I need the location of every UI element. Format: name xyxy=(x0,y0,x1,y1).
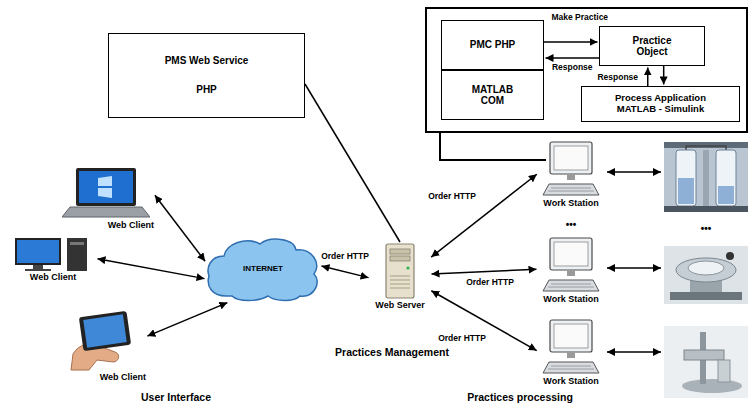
apparatus-arm xyxy=(684,350,724,360)
node-text: Practice Object xyxy=(622,35,682,58)
edge-label: Order HTTP xyxy=(464,278,516,288)
apparatus-cylinder xyxy=(718,360,730,382)
connector-arrow xyxy=(546,57,600,59)
edge-label: Response xyxy=(550,63,595,73)
device-icon xyxy=(542,140,600,198)
node-text: Work Station xyxy=(543,198,598,208)
device-icon xyxy=(542,318,600,376)
device-symbol xyxy=(543,320,599,373)
process-photo xyxy=(664,326,748,398)
web-server: Web Server xyxy=(370,242,430,322)
frame-bar xyxy=(664,142,748,148)
object-box: Practice Object xyxy=(599,26,705,66)
photo-ground xyxy=(664,326,748,398)
section-title: User Interface xyxy=(141,391,211,403)
device-knob xyxy=(726,252,734,260)
process-photo xyxy=(664,246,748,304)
link-arrow xyxy=(607,171,661,173)
process-photo xyxy=(664,142,748,212)
module-box: PMC PHP xyxy=(441,20,544,70)
node-text: Web Server xyxy=(375,300,424,310)
connector-arrow xyxy=(147,303,227,337)
node-text: Web Client xyxy=(100,372,146,382)
node-text: Work Station xyxy=(543,376,598,386)
link-arrow xyxy=(607,351,661,353)
device-disc xyxy=(676,258,736,282)
work-station: Work Station xyxy=(538,140,604,214)
node-text: MATLAB COM xyxy=(465,84,520,107)
connector-arrow xyxy=(155,195,205,261)
connector-arrow xyxy=(305,84,400,242)
device-symbol xyxy=(71,311,131,370)
cloud-outline xyxy=(208,239,317,300)
node-text: PMS Web Service xyxy=(165,55,249,67)
bracket-line xyxy=(440,133,546,160)
module-box: MATLAB COM xyxy=(441,70,544,120)
connector-arrow xyxy=(431,269,536,274)
web-client: Web Client xyxy=(10,236,96,286)
device-symbol xyxy=(386,244,414,298)
service-box: PMS Web ServicePHP xyxy=(108,33,305,118)
edge-label: Order HTTP xyxy=(319,252,371,262)
tank-liquid xyxy=(718,186,734,204)
edge-label: Order HTTP xyxy=(436,334,488,344)
edge-label: Response xyxy=(595,73,640,83)
section-title: Practices Management xyxy=(335,346,449,358)
device-icon xyxy=(378,242,422,300)
tank-tube xyxy=(716,150,736,206)
support-rod xyxy=(703,150,709,206)
work-station: Work Station xyxy=(538,318,604,392)
connector-arrow xyxy=(544,41,598,43)
device-symbol xyxy=(543,238,599,291)
frame-base xyxy=(664,206,748,212)
module-frame xyxy=(426,8,747,132)
internet-cloud: INTERNET xyxy=(206,236,320,302)
node-text: Web Client xyxy=(108,220,154,230)
connector-arrow xyxy=(321,266,368,278)
connector-arrow xyxy=(431,291,536,351)
section-title: Practices processing xyxy=(467,391,573,403)
node-text: PMC PHP xyxy=(470,39,516,51)
web-client: Web Client xyxy=(58,166,154,246)
device-symbol xyxy=(543,142,599,195)
node-text: Work Station xyxy=(543,294,598,304)
device-symbol xyxy=(15,238,87,271)
connector-arrow xyxy=(663,66,665,85)
node-text: Process Application MATLAB - Simulink xyxy=(603,93,718,115)
ellipsis-mark: ••• xyxy=(701,223,712,235)
node-text: PHP xyxy=(196,84,217,96)
connector-arrow xyxy=(97,259,204,279)
tank-tube xyxy=(676,150,696,206)
node-text: Web Client xyxy=(30,272,76,282)
photo-ground xyxy=(664,142,748,212)
photo-ground xyxy=(664,246,748,304)
ellipsis-mark: ••• xyxy=(566,219,577,231)
device-icon xyxy=(69,308,135,372)
pipe xyxy=(686,146,726,150)
device-icon xyxy=(62,166,150,220)
device-icon xyxy=(13,236,93,272)
connector-arrow xyxy=(431,174,537,257)
apparatus-base xyxy=(682,379,742,393)
application-box: Process Application MATLAB - Simulink xyxy=(581,86,740,122)
tank-liquid xyxy=(678,178,694,204)
connector-arrow xyxy=(647,68,649,87)
device-base xyxy=(670,292,742,300)
edge-label: Make Practice xyxy=(549,13,610,23)
device-plate xyxy=(688,261,724,275)
node-text: INTERNET xyxy=(243,264,283,273)
device-icon xyxy=(542,236,600,294)
device-symbol xyxy=(62,168,150,217)
web-client: Web Client xyxy=(58,308,146,390)
link-arrow xyxy=(607,267,661,269)
work-station: Work Station xyxy=(538,236,604,310)
edge-label: Order HTTP xyxy=(426,192,478,202)
